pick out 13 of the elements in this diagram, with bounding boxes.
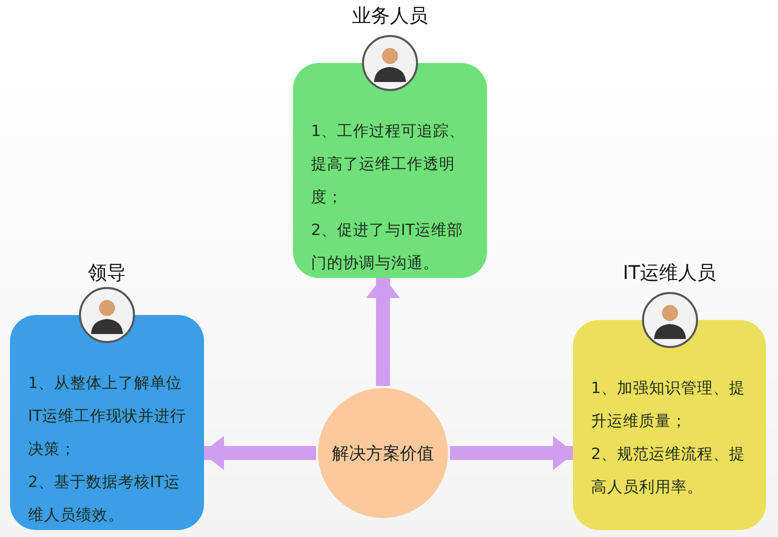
block-arrow: [202, 436, 316, 470]
role-heading: 业务人员: [351, 4, 429, 29]
block-arrow: [366, 276, 400, 386]
card-text: 1、从整体上了解单位IT运维工作现状并进行决策；: [28, 373, 188, 460]
role-heading: IT运维人员: [622, 261, 718, 286]
card-text: 2、基于数据考核IT运维人员绩效。: [28, 472, 181, 526]
block-arrow: [450, 436, 575, 470]
card-text: 2、促进了与IT运维部门的协调与沟通。: [311, 220, 464, 274]
card-text: 1、工作过程可追踪、提高了运维工作透明度；: [311, 121, 466, 208]
card-text: 1、加强知识管理、提升运维质量；: [591, 378, 746, 432]
circle-label: 解决方案价值: [332, 442, 434, 464]
role-heading: 领导: [87, 261, 127, 286]
card-text: 2、规范运维流程、提高人员利用率。: [591, 444, 746, 498]
